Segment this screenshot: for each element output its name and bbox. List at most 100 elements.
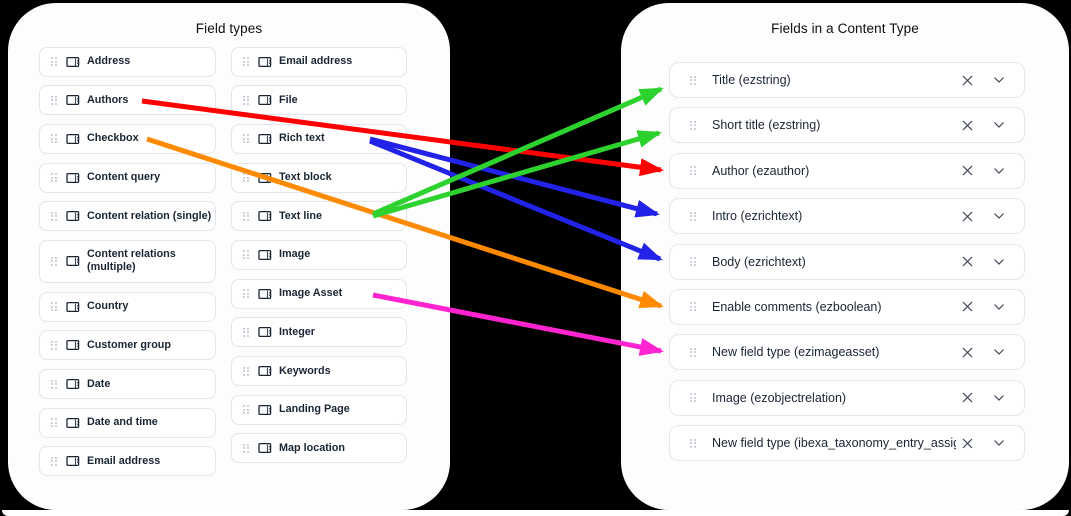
drag-handle-icon[interactable]	[51, 456, 57, 466]
drag-handle-icon[interactable]	[243, 95, 249, 105]
field-type-card[interactable]: Content relations (multiple)	[39, 239, 216, 283]
drag-handle-icon[interactable]	[51, 134, 57, 144]
drag-handle-icon[interactable]	[51, 95, 57, 105]
field-types-title: Field types	[195, 21, 263, 36]
drag-handle-icon[interactable]	[243, 366, 249, 376]
field-type-label: Date and time	[87, 416, 158, 429]
drag-handle-icon[interactable]	[243, 250, 249, 260]
drag-handle-icon[interactable]	[243, 443, 249, 453]
field-type-card[interactable]: Map location	[231, 433, 407, 464]
drag-handle-icon[interactable]	[51, 211, 57, 221]
drag-handle-icon[interactable]	[243, 134, 249, 144]
content-type-field-label: Author (ezauthor)	[712, 163, 810, 178]
remove-field-button[interactable]	[956, 69, 978, 91]
drag-handle-icon[interactable]	[243, 211, 249, 221]
content-type-field-row[interactable]: Short title (ezstring)	[669, 107, 1025, 144]
field-type-card[interactable]: Image	[231, 239, 407, 270]
field-type-card[interactable]: Date and time	[39, 407, 216, 438]
content-type-field-row[interactable]: New field type (ezimageasset)	[669, 334, 1025, 371]
field-type-card[interactable]: Authors	[39, 85, 216, 116]
drag-handle-icon[interactable]	[243, 327, 249, 337]
drag-handle-icon[interactable]	[690, 75, 696, 85]
drag-handle-icon[interactable]	[243, 173, 249, 183]
field-type-input-icon	[258, 172, 272, 184]
drag-handle-icon[interactable]	[51, 256, 57, 266]
field-type-label: Content relation (single)	[87, 209, 212, 222]
drag-handle-icon[interactable]	[51, 340, 57, 350]
chevron-down-icon[interactable]	[988, 296, 1010, 318]
field-type-card[interactable]: Address	[39, 46, 216, 77]
content-type-field-row[interactable]: Author (ezauthor)	[669, 152, 1025, 189]
chevron-down-icon[interactable]	[988, 69, 1010, 91]
field-type-input-icon	[258, 56, 272, 68]
drag-handle-icon[interactable]	[690, 393, 696, 403]
drag-handle-icon[interactable]	[690, 438, 696, 448]
field-type-label: Text line	[279, 209, 322, 222]
content-type-field-row[interactable]: Image (ezobjectrelation)	[669, 379, 1025, 416]
content-type-field-row[interactable]: Title (ezstring)	[669, 62, 1025, 98]
field-type-card[interactable]: Email address	[231, 46, 407, 77]
drag-handle-icon[interactable]	[690, 347, 696, 357]
field-type-card[interactable]: Text line	[231, 201, 407, 232]
field-type-input-icon	[258, 94, 272, 106]
field-type-card[interactable]: File	[231, 85, 407, 116]
field-type-card[interactable]: Integer	[231, 317, 407, 348]
content-type-field-row[interactable]: New field type (ibexa_taxonomy_entry_ass…	[669, 425, 1025, 462]
remove-field-button[interactable]	[956, 251, 978, 273]
content-type-fields-panel: Fields in a Content Type Title (ezstring…	[621, 3, 1069, 510]
field-type-card[interactable]: Customer group	[39, 330, 216, 361]
drag-handle-icon[interactable]	[690, 257, 696, 267]
bottom-edge-strip	[2, 510, 1069, 516]
remove-field-button[interactable]	[956, 341, 978, 363]
field-type-card[interactable]: Keywords	[231, 356, 407, 386]
field-type-card[interactable]: Date	[39, 369, 216, 399]
field-type-label: Customer group	[87, 338, 171, 351]
drag-handle-icon[interactable]	[690, 211, 696, 221]
drag-handle-icon[interactable]	[690, 302, 696, 312]
remove-field-button[interactable]	[956, 114, 978, 136]
chevron-down-icon[interactable]	[988, 114, 1010, 136]
field-type-card[interactable]: Text block	[231, 162, 407, 193]
drag-handle-icon[interactable]	[51, 57, 57, 66]
remove-field-button[interactable]	[956, 296, 978, 318]
field-type-card[interactable]: Email address	[39, 446, 216, 477]
field-type-input-icon	[66, 94, 80, 106]
field-type-label: Image	[279, 248, 311, 261]
content-type-field-row[interactable]: Enable comments (ezboolean)	[669, 288, 1025, 325]
content-type-field-row[interactable]: Body (ezrichtext)	[669, 243, 1025, 280]
remove-field-button[interactable]	[956, 432, 978, 454]
chevron-down-icon[interactable]	[988, 432, 1010, 454]
content-type-field-row[interactable]: Intro (ezrichtext)	[669, 198, 1025, 235]
drag-handle-icon[interactable]	[51, 302, 57, 312]
drag-handle-icon[interactable]	[690, 120, 696, 130]
chevron-down-icon[interactable]	[988, 387, 1010, 409]
field-type-input-icon	[258, 210, 272, 222]
chevron-down-icon[interactable]	[988, 251, 1010, 273]
field-type-input-icon	[66, 339, 80, 351]
drag-handle-icon[interactable]	[243, 289, 249, 299]
drag-handle-icon[interactable]	[243, 405, 249, 415]
chevron-down-icon[interactable]	[988, 205, 1010, 227]
field-type-card[interactable]: Image Asset	[231, 278, 407, 309]
remove-field-button[interactable]	[956, 160, 978, 182]
field-type-card[interactable]: Rich text	[231, 123, 407, 154]
field-type-card[interactable]: Content query	[39, 162, 216, 193]
drag-handle-icon[interactable]	[243, 57, 249, 66]
field-type-card[interactable]: Country	[39, 291, 216, 322]
drag-handle-icon[interactable]	[51, 173, 57, 183]
field-type-label: Email address	[87, 454, 161, 467]
remove-field-button[interactable]	[956, 387, 978, 409]
field-type-card[interactable]: Content relation (single)	[39, 201, 216, 232]
drag-handle-icon[interactable]	[690, 166, 696, 176]
field-type-input-icon	[258, 442, 272, 454]
remove-field-button[interactable]	[956, 205, 978, 227]
chevron-down-icon[interactable]	[988, 341, 1010, 363]
drag-handle-icon[interactable]	[51, 379, 57, 389]
chevron-down-icon[interactable]	[988, 160, 1010, 182]
field-type-card[interactable]: Landing Page	[231, 394, 407, 425]
drag-handle-icon[interactable]	[51, 418, 57, 428]
content-type-field-label: Intro (ezrichtext)	[712, 209, 803, 224]
field-type-card[interactable]: Checkbox	[39, 123, 216, 154]
field-type-input-icon	[66, 255, 80, 267]
